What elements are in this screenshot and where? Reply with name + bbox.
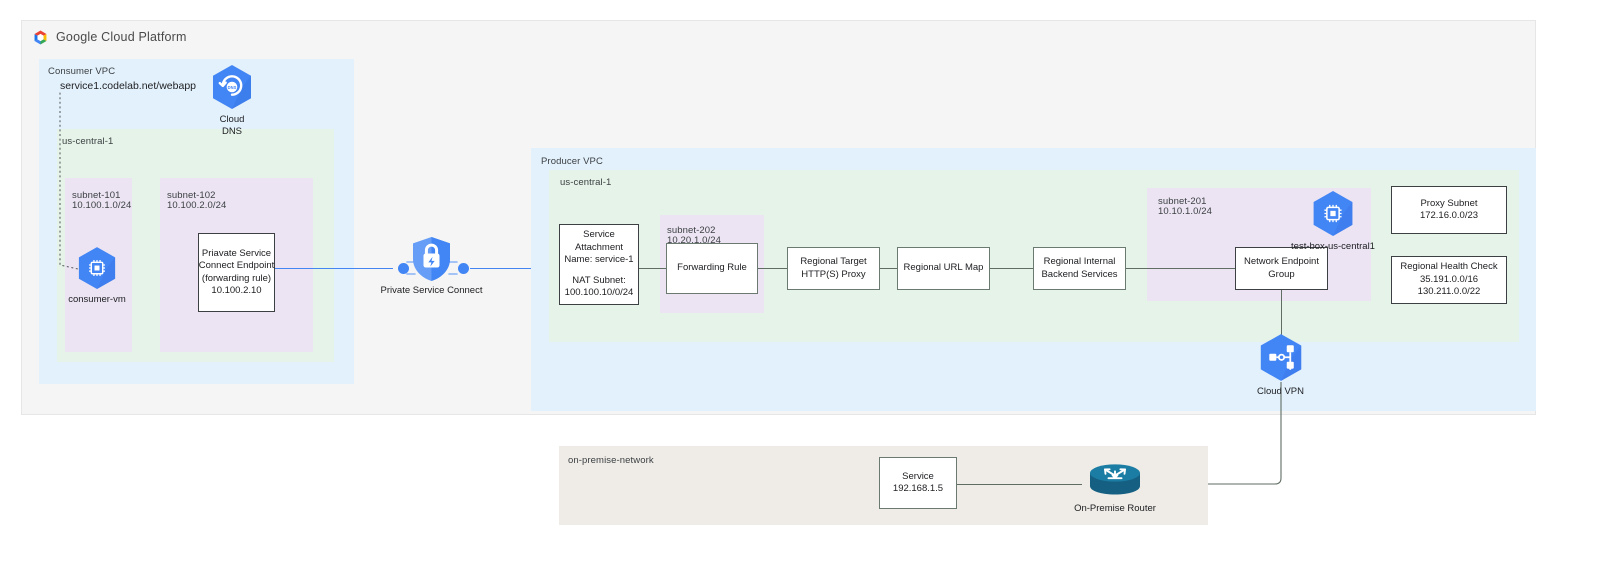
cloud-dns-caption: Cloud DNS [220, 114, 245, 138]
link-backend-to-neg [1126, 268, 1235, 269]
consumer-vm-caption: consumer-vm [68, 294, 126, 305]
psc-endpoint-line3: (forwarding rule) [201, 272, 272, 284]
subnet-201-name: subnet-201 [1158, 196, 1207, 207]
cloud-vpn-node[interactable]: Cloud VPN [1248, 333, 1313, 398]
psc-endpoint-line1: Priavate Service [201, 247, 272, 259]
regional-target-proxy-box[interactable]: Regional Target HTTP(S) Proxy [787, 247, 880, 290]
forwarding-rule-label: Forwarding Rule [677, 262, 747, 274]
on-premise-router-node[interactable]: On-Premise Router [1074, 462, 1156, 515]
cloud-dns-node[interactable]: DNS Cloud DNS [200, 64, 264, 138]
regional-url-map-label: Regional URL Map [903, 262, 984, 274]
psc-endpoint-box[interactable]: Priavate Service Connect Endpoint (forwa… [198, 233, 275, 312]
link-urlmap-to-backend [990, 268, 1033, 269]
network-endpoint-group-line1: Network Endpoint [1244, 256, 1319, 267]
service-attachment-line1: Service [583, 229, 615, 241]
regional-health-check-box[interactable]: Regional Health Check 35.191.0.0/16 130.… [1391, 256, 1507, 304]
link-proxy-to-urlmap [880, 268, 897, 269]
cloud-vpn-icon [1260, 334, 1301, 381]
cloud-dns-caption-line1: Cloud [219, 114, 245, 125]
regional-backend-services-line1: Regional Internal [1043, 256, 1116, 267]
link-sa-to-fwd [639, 268, 666, 269]
cloud-dns-caption-line2: DNS [221, 126, 243, 137]
regional-url-map-box[interactable]: Regional URL Map [897, 247, 990, 290]
subnet-202-name: subnet-202 [667, 225, 716, 236]
subnet-201-cidr: 10.10.1.0/24 [1158, 206, 1213, 217]
compute-vm-icon [1313, 191, 1353, 236]
psc-endpoint-line2: Connect Endpoint [198, 260, 275, 271]
psc-shield-lock-icon [413, 237, 450, 281]
svg-text:DNS: DNS [228, 85, 237, 90]
proxy-subnet-box[interactable]: Proxy Subnet 172.16.0.0/23 [1391, 186, 1507, 234]
psc-endpoint-line4: 10.100.2.10 [211, 285, 262, 296]
gcp-brand-header: Google Cloud Platform [32, 27, 187, 47]
proxy-subnet-line2: 172.16.0.0/23 [1419, 210, 1479, 221]
network-endpoint-group-line2: Group [1268, 268, 1295, 280]
on-premise-network-label: on-premise-network [568, 455, 654, 466]
regional-health-check-line2: 35.191.0.0/16 [1419, 273, 1479, 285]
private-service-connect-caption: Private Service Connect [380, 285, 483, 296]
regional-health-check-line1: Regional Health Check [1400, 261, 1498, 273]
compute-vm-icon [78, 247, 116, 289]
forwarding-rule-box[interactable]: Forwarding Rule [666, 243, 758, 294]
proxy-subnet-line1: Proxy Subnet [1420, 197, 1478, 209]
psc-connector-dot-left [398, 263, 409, 274]
on-premise-router-icon [1090, 464, 1140, 495]
link-service-to-router [957, 484, 1082, 485]
subnet-102-cidr: 10.100.2.0/24 [167, 200, 227, 211]
producer-vpc-label: Producer VPC [541, 156, 603, 167]
on-premise-service-box[interactable]: Service 192.168.1.5 [879, 457, 957, 509]
on-premise-service-line1: Service [902, 470, 934, 482]
psc-link-ticks [406, 261, 458, 275]
gcp-hexagon-logo-icon [34, 30, 47, 44]
private-service-connect-node[interactable]: Private Service Connect [380, 236, 483, 297]
consumer-vm-node[interactable]: consumer-vm [62, 246, 132, 306]
regional-health-check-line3: 130.211.0.0/22 [1417, 286, 1481, 298]
service-attachment-line3: Name: service-1 [564, 254, 634, 266]
service-attachment-line5: 100.100.10/0/24 [564, 287, 634, 299]
test-box-node[interactable]: test-box-us-central1 [1283, 190, 1383, 253]
cloud-dns-icon: DNS [213, 65, 251, 109]
link-neg-to-vpn [1281, 290, 1282, 338]
regional-backend-services-box[interactable]: Regional Internal Backend Services [1033, 247, 1126, 290]
psc-link-right [470, 268, 562, 270]
on-premise-router-caption: On-Premise Router [1074, 503, 1156, 514]
dns-record-label: service1.codelab.net/webapp [58, 80, 199, 92]
producer-region-label: us-central-1 [560, 177, 612, 188]
cloud-vpn-caption: Cloud VPN [1257, 386, 1304, 397]
regional-target-proxy-line2: HTTP(S) Proxy [801, 268, 866, 280]
gcp-brand-label: Google Cloud Platform [56, 30, 187, 44]
subnet-202-cidr: 10.20.1.0/24 [667, 235, 722, 246]
on-premise-service-line2: 192.168.1.5 [892, 483, 944, 494]
regional-backend-services-line2: Backend Services [1041, 268, 1118, 280]
psc-connector-dot-right [458, 263, 469, 274]
consumer-vpc-label: Consumer VPC [48, 66, 116, 77]
test-box-caption: test-box-us-central1 [1291, 241, 1375, 252]
service-attachment-line4: NAT Subnet: [572, 274, 626, 286]
link-fwd-to-proxy [758, 268, 787, 269]
psc-link-left [275, 268, 393, 270]
service-attachment-box[interactable]: Service Attachment Name: service-1 NAT S… [559, 224, 639, 305]
service-attachment-line2: Attachment [574, 241, 624, 253]
subnet-101-cidr: 10.100.1.0/24 [72, 200, 132, 211]
network-endpoint-group-box[interactable]: Network Endpoint Group [1235, 247, 1328, 290]
regional-target-proxy-line1: Regional Target [800, 256, 867, 267]
consumer-region-label: us-central-1 [62, 136, 114, 147]
